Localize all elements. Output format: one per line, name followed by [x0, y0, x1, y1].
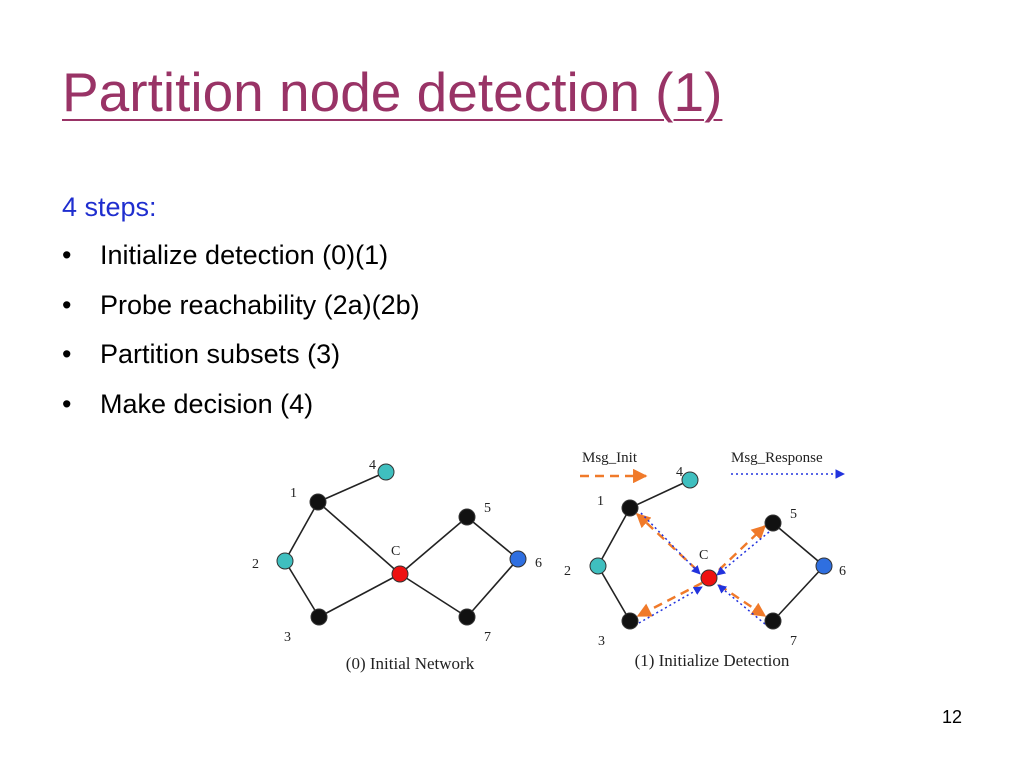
edge: [399, 516, 468, 575]
edge: [399, 573, 468, 618]
steps-list: • Initialize detection (0)(1) • Probe reac…: [62, 238, 420, 436]
step-text: Probe reachability (2a)(2b): [100, 289, 420, 320]
edge: [284, 501, 319, 562]
list-item: • Initialize detection (0)(1): [62, 238, 420, 288]
nodes: [589, 471, 833, 630]
step-text: Initialize detection (0)(1): [100, 240, 389, 270]
list-item: • Probe reachability (2a)(2b): [62, 288, 420, 338]
node-label-4: 4: [369, 458, 376, 473]
init-arrow-to-7: [718, 584, 767, 617]
node-6: [815, 557, 833, 575]
node-5: [764, 514, 782, 532]
node-label-2: 2: [564, 564, 571, 579]
edge: [466, 516, 519, 560]
node-1: [309, 493, 327, 511]
step-text: Make decision (4): [100, 388, 314, 419]
node-label-5: 5: [790, 507, 797, 522]
page-number: 12: [941, 707, 962, 727]
edges: [597, 479, 825, 622]
slide-title: Partition node detection (1): [62, 61, 723, 123]
node-7: [764, 612, 782, 630]
node-7: [458, 608, 476, 626]
node-labels: 1 2 3 4 5 6 7 C: [564, 465, 846, 649]
init-message-arrows: [635, 513, 767, 618]
node-label-7: 7: [484, 630, 491, 645]
node-labels: 1 2 3 4 5 6 7 C: [252, 458, 542, 645]
init-arrow-to-1: [635, 513, 698, 571]
node-3: [310, 608, 328, 626]
node-label-6: 6: [535, 556, 542, 571]
node-5: [458, 508, 476, 526]
step-text: Partition subsets (3): [100, 339, 341, 369]
nodes: [276, 463, 527, 626]
network-diagram: 1 2 3 4 5 6 7 C (0) Initial Network Msg_…: [252, 450, 846, 673]
caption-initialize-detection: (1) Initialize Detection: [635, 651, 790, 670]
node-c: [700, 569, 718, 587]
initialize-detection-graph: Msg_Init Msg_Response: [564, 450, 846, 670]
bullet-icon: •: [62, 289, 72, 320]
edge: [772, 522, 825, 567]
bullet-icon: •: [62, 339, 72, 369]
edge: [317, 471, 387, 503]
edge: [466, 558, 519, 618]
edge: [318, 573, 401, 618]
edge: [284, 560, 320, 618]
edges: [284, 471, 519, 618]
response-arrow-from-7: [717, 584, 766, 625]
node-label-3: 3: [598, 634, 605, 649]
init-arrow-to-3: [636, 581, 703, 618]
node-label-3: 3: [284, 630, 291, 645]
node-label-1: 1: [290, 486, 297, 501]
list-item: • Partition subsets (3): [62, 337, 420, 387]
node-3: [621, 612, 639, 630]
response-arrow-from-3: [638, 586, 703, 624]
init-arrow-to-5: [718, 525, 767, 571]
initial-network-graph: 1 2 3 4 5 6 7 C (0) Initial Network: [252, 458, 542, 673]
edge: [597, 565, 631, 622]
response-arrow-from-1: [640, 512, 701, 575]
node-label-5: 5: [484, 501, 491, 516]
node-2: [589, 557, 607, 575]
node-label-c: C: [699, 548, 708, 563]
node-4: [681, 471, 699, 489]
edge: [597, 507, 631, 567]
node-4: [377, 463, 395, 481]
list-item: • Make decision (4): [62, 387, 420, 437]
node-6: [509, 550, 527, 568]
node-c: [391, 565, 409, 583]
bullet-icon: •: [62, 240, 72, 270]
node-label-1: 1: [597, 494, 604, 509]
node-label-4: 4: [676, 465, 683, 480]
legend: Msg_Init Msg_Response: [580, 450, 845, 484]
response-message-arrows: [638, 512, 770, 625]
node-label-c: C: [391, 544, 400, 559]
response-arrow-from-5: [716, 531, 770, 576]
edge: [629, 479, 691, 509]
edge: [772, 565, 825, 622]
steps-intro: 4 steps:: [62, 192, 157, 222]
legend-label-response: Msg_Response: [731, 450, 823, 466]
node-label-2: 2: [252, 557, 259, 572]
legend-label-init: Msg_Init: [582, 450, 638, 466]
edge: [317, 501, 401, 575]
node-2: [276, 552, 294, 570]
node-label-6: 6: [839, 564, 846, 579]
caption-initial-network: (0) Initial Network: [346, 654, 475, 673]
node-1: [621, 499, 639, 517]
bullet-icon: •: [62, 388, 72, 419]
node-label-7: 7: [790, 634, 797, 649]
